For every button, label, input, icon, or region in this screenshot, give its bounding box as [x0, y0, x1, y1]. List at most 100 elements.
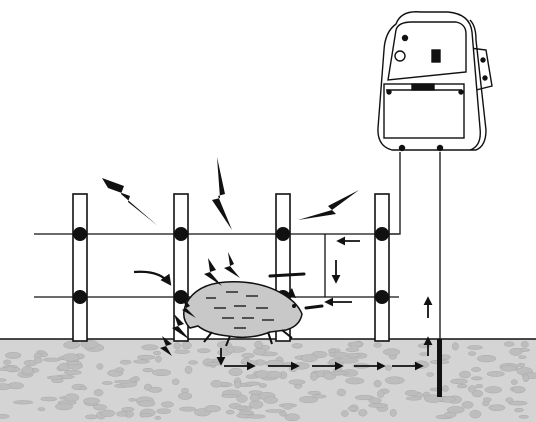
soil-stone	[512, 386, 526, 394]
soil-stone	[93, 389, 104, 397]
soil-stone	[450, 378, 468, 385]
ground-soil	[0, 338, 536, 422]
soil-stone	[141, 344, 159, 351]
soil-stone	[470, 376, 483, 381]
soil-stone	[93, 404, 107, 411]
soil-stone	[128, 398, 137, 402]
soil-stone	[354, 394, 375, 401]
soil-stone	[241, 353, 255, 359]
soil-stones	[0, 339, 536, 422]
soil-stone	[101, 381, 113, 385]
soil-stone	[520, 341, 529, 348]
soil-stone	[179, 406, 197, 412]
soil-stone	[156, 408, 172, 414]
soil-stone	[234, 380, 241, 389]
soil-stone	[55, 402, 73, 411]
soil-stone	[181, 341, 192, 350]
soil-stone	[248, 390, 263, 395]
soil-stone	[249, 393, 261, 402]
soil-stone	[459, 370, 471, 379]
animal-fur	[206, 291, 274, 329]
soil-stone	[368, 403, 389, 408]
cover-screw	[386, 89, 392, 95]
soil-stone	[37, 407, 46, 412]
soil-stone	[522, 374, 530, 383]
curved-arrow-into-fence	[133, 270, 172, 286]
soil-stone	[0, 414, 10, 419]
soil-stone	[83, 397, 101, 405]
soil-stone	[64, 369, 82, 375]
soil-stone	[263, 396, 279, 404]
soil-stone	[484, 386, 503, 394]
energizer-unit	[377, 11, 493, 152]
lightning-bolt-right	[298, 190, 359, 220]
soil-stone	[42, 357, 61, 362]
soil-stone	[139, 412, 153, 418]
soil-stone	[500, 365, 517, 372]
soil-stone	[347, 406, 358, 411]
lightning-bolt-left	[102, 178, 158, 226]
soil-stone	[188, 360, 199, 365]
lightning-bolts	[102, 157, 359, 230]
soil-stone	[21, 365, 33, 375]
soil-stone	[358, 409, 368, 417]
soil-stone	[0, 383, 12, 391]
soil-stone	[63, 340, 81, 349]
soil-stone	[405, 396, 422, 401]
soil-stone	[441, 385, 449, 392]
soil-stone	[244, 381, 261, 386]
soil-stone	[12, 400, 34, 405]
soil-stone	[116, 411, 128, 417]
soil-stone	[148, 386, 163, 393]
soil-stone	[65, 361, 82, 366]
soil-stone	[225, 409, 235, 415]
soil-stone	[234, 405, 248, 410]
soil-stone	[119, 359, 132, 365]
soil-stone	[349, 341, 364, 347]
soil-stone	[509, 347, 523, 356]
soil-stone	[336, 388, 347, 397]
energizer-side-shade	[469, 19, 487, 151]
soil-stone	[137, 400, 156, 407]
soil-stone	[471, 367, 482, 372]
soil-stone	[228, 367, 243, 376]
soil-stone	[330, 371, 349, 376]
soil-stone	[385, 364, 392, 371]
mount-screw	[482, 75, 488, 81]
output-terminal	[398, 144, 406, 152]
soil-stone	[488, 404, 506, 412]
soil-stone	[96, 363, 104, 370]
soil-stone	[36, 350, 46, 354]
soil-stone	[133, 359, 150, 364]
fence-post-4	[374, 193, 390, 342]
indicator-lamp	[431, 49, 441, 63]
soil-stone	[152, 350, 162, 356]
soil-stone	[196, 348, 211, 354]
soil-stone	[446, 406, 465, 414]
soil-stone	[205, 362, 221, 366]
soil-stone	[33, 357, 43, 364]
terminal-post	[401, 34, 409, 42]
soil-stone	[4, 351, 22, 359]
soil-stone	[404, 390, 419, 397]
soil-stone	[236, 394, 248, 403]
soil-stone	[291, 343, 303, 349]
soil-stone	[177, 392, 193, 400]
soil-stone	[518, 414, 529, 419]
soil-stone	[298, 396, 319, 404]
soil-stone	[246, 414, 266, 419]
soil-stone	[368, 397, 382, 404]
soil-stone	[475, 383, 484, 389]
lightning-bolt-top	[212, 157, 232, 230]
soil-stone	[461, 401, 474, 409]
soil-stone	[341, 410, 349, 417]
soil-stone	[142, 367, 154, 373]
motion-lines	[268, 272, 324, 310]
soil-stone	[171, 378, 180, 386]
fence-post-1	[72, 193, 88, 342]
insulator	[375, 290, 389, 304]
animal-body	[183, 281, 303, 339]
energizer-leads	[382, 152, 441, 345]
